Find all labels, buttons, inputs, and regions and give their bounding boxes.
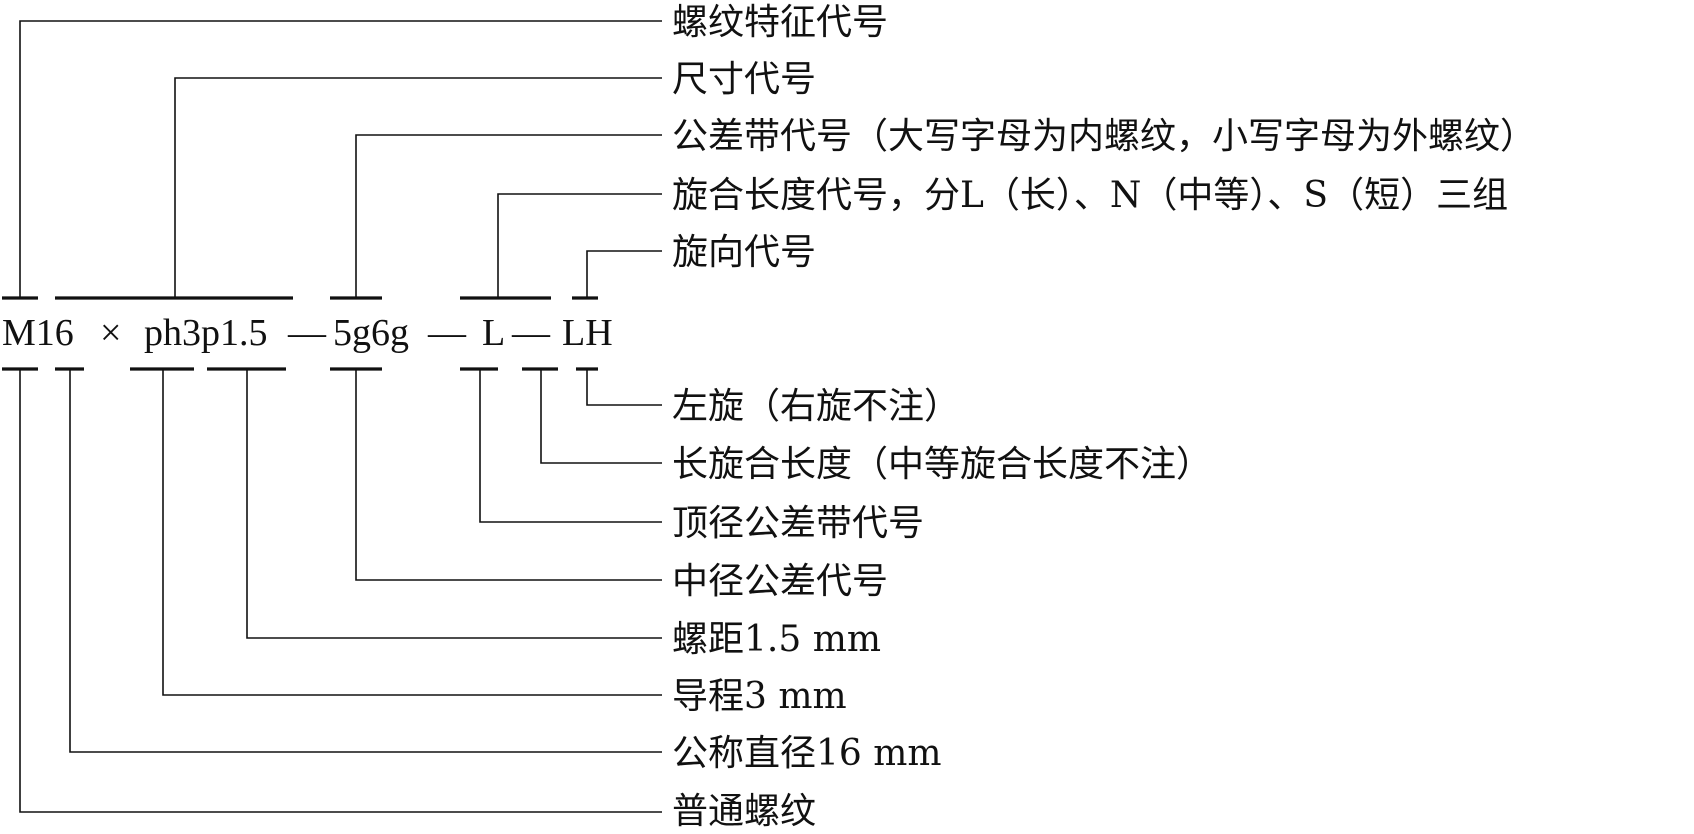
label-length-code: 旋合长度代号，分L（长）、N（中等）、S（短）三组: [672, 175, 1508, 216]
leader-direction-code: [586, 250, 662, 298]
leader-pitch: [246, 369, 662, 639]
leader-ordinary-thread: [19, 369, 662, 813]
leader-thread-feature: [19, 20, 662, 298]
code-tolerance: 5g6g: [333, 312, 409, 354]
leader-nominal-diameter: [69, 369, 662, 753]
thread-code: M16 × ph3p1.5 — 5g6g — L — LH: [2, 312, 613, 354]
code-dash-2: —: [427, 312, 467, 354]
code-lh: LH: [562, 312, 613, 354]
leader-tolerance-code: [355, 134, 662, 298]
leader-left-hand: [586, 369, 662, 406]
lower-labels: 左旋（右旋不注） 长旋合长度（中等旋合长度不注） 顶径公差带代号 中径公差代号 …: [672, 386, 1212, 832]
label-long-length: 长旋合长度（中等旋合长度不注）: [672, 444, 1212, 485]
leader-length-code: [497, 193, 662, 298]
label-left-hand: 左旋（右旋不注）: [672, 386, 960, 427]
code-times: ×: [100, 312, 121, 354]
code-dash-3: —: [511, 312, 551, 354]
label-ordinary-thread: 普通螺纹: [672, 791, 816, 832]
label-tolerance-code: 公差带代号（大写字母为内螺纹，小写字母为外螺纹）: [672, 116, 1536, 157]
upper-labels: 螺纹特征代号 尺寸代号 公差带代号（大写字母为内螺纹，小写字母为外螺纹） 旋合长…: [672, 2, 1536, 273]
label-crest-tolerance: 顶径公差带代号: [672, 503, 924, 544]
leader-size-code: [174, 77, 662, 298]
label-thread-feature: 螺纹特征代号: [672, 2, 888, 43]
label-direction-code: 旋向代号: [672, 232, 816, 273]
label-pitch-tolerance: 中径公差代号: [672, 561, 888, 602]
label-size-code: 尺寸代号: [672, 59, 816, 100]
label-lead: 导程3 mm: [672, 676, 847, 717]
code-length-l: L: [482, 312, 505, 354]
leader-long-length: [540, 369, 662, 464]
code-m16: M16: [2, 312, 74, 354]
label-pitch: 螺距1.5 mm: [672, 619, 881, 660]
lower-leaders: [19, 369, 662, 813]
leader-crest-tolerance: [479, 369, 662, 523]
code-lead-pitch: ph3p1.5: [144, 312, 268, 354]
leader-lead: [162, 369, 662, 696]
upper-leaders: [19, 20, 662, 298]
leader-pitch-tolerance: [355, 369, 662, 581]
code-dash-1: —: [287, 312, 327, 354]
label-nominal-diameter: 公称直径16 mm: [672, 733, 942, 774]
